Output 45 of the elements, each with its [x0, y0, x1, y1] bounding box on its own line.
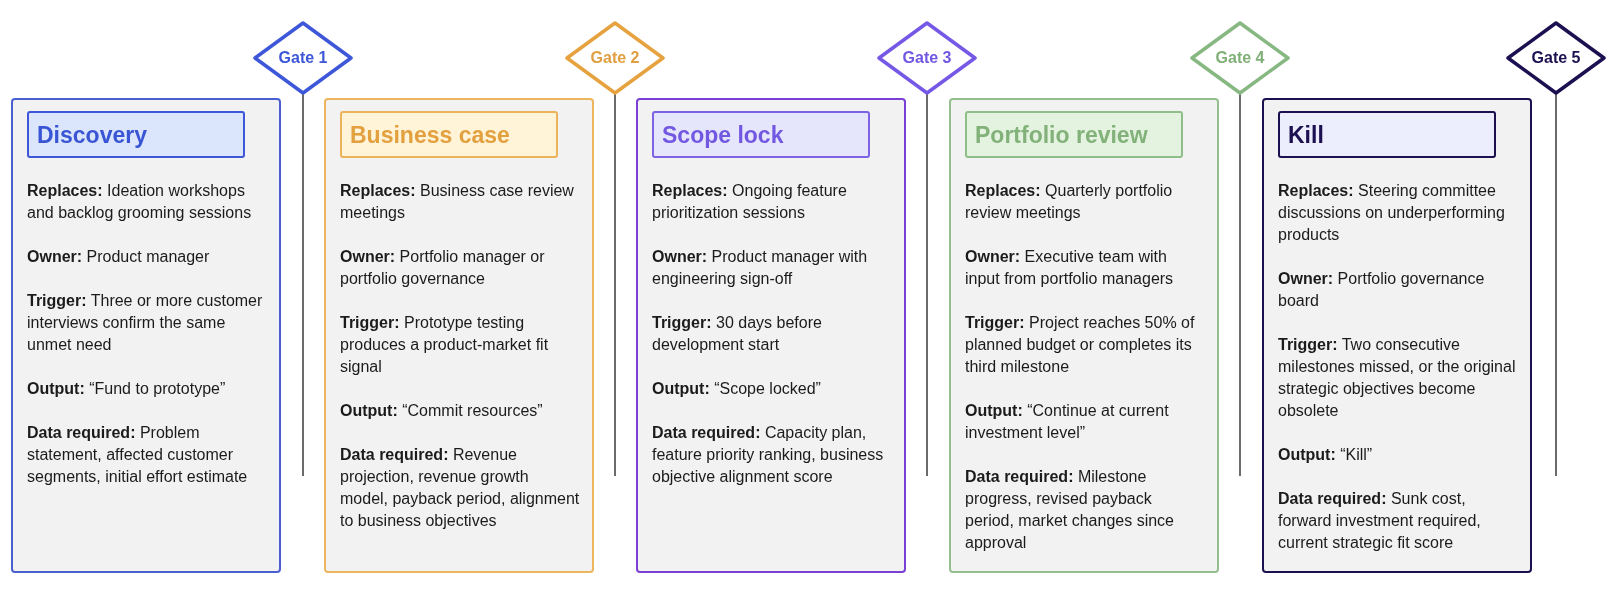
stage-card: [11, 98, 281, 573]
stage-detail-text: Owner: Portfolio manager or portfolio governance: [340, 247, 546, 289]
stage-detail-text: Trigger: Two consecutive milestones missed, or the original strategic objectives become obsolete: [1278, 335, 1517, 421]
gate-diamond: Gate 2: [565, 21, 665, 95]
stage-detail-text: Owner: Product manager: [27, 247, 211, 267]
gate-diamond: Gate 3: [877, 21, 977, 95]
gate-pole-line: [302, 92, 304, 477]
stage-detail-text: Owner: Portfolio governance board: [1278, 269, 1486, 311]
gate-diamond: Gate 4: [1190, 21, 1290, 95]
gate-diamond: Gate 1: [253, 21, 353, 95]
stage-detail-text: Trigger: 30 days before development start: [652, 313, 823, 355]
stage-detail-text: Replaces: Ideation workshops and backlog grooming sessions: [27, 181, 253, 223]
stage-heading: Discovery: [27, 111, 245, 158]
stage-detail-text: Data required: Sunk cost, forward investment required, current strategic fit score: [1278, 489, 1482, 553]
stage-heading: Portfolio review: [965, 111, 1183, 158]
stage-heading: Business case: [340, 111, 558, 158]
stage-detail-text: Replaces: Ongoing feature prioritization sessions: [652, 181, 848, 223]
stage-detail-text: Output: “Fund to prototype”: [27, 379, 227, 399]
stage-detail-text: Trigger: Three or more customer interviews confirm the same unmet need: [27, 291, 264, 355]
stage-card: [949, 98, 1219, 573]
stage-detail-text: Data required: Problem statement, affected customer segments, initial effort estimate: [27, 423, 249, 487]
stage-detail-text: Replaces: Business case review meetings: [340, 181, 575, 223]
stage-detail-text: Trigger: Prototype testing produces a product-market fit signal: [340, 313, 550, 377]
stage-card: [636, 98, 906, 573]
gate-pole-line: [1239, 92, 1241, 477]
stage-card: [324, 98, 594, 573]
stage-detail-text: Trigger: Project reaches 50% of planned budget or completes its third milestone: [965, 313, 1196, 377]
gate-pole-line: [926, 92, 928, 477]
stage-detail-text: Output: “Kill”: [1278, 445, 1374, 465]
stage-heading: Scope lock: [652, 111, 870, 158]
stage-detail-text: Data required: Revenue projection, revenue growth model, payback period, alignment to business objectives: [340, 445, 580, 531]
stage-card: [1262, 98, 1532, 573]
gate-diamond: Gate 5: [1506, 21, 1606, 95]
stage-detail-text: Output: “Continue at current investment level”: [965, 401, 1170, 443]
gate-pole-line: [1555, 92, 1557, 477]
stage-detail-text: Replaces: Quarterly portfolio review meetings: [965, 181, 1174, 223]
stage-heading: Kill: [1278, 111, 1496, 158]
stage-detail-text: Data required: Capacity plan, feature priority ranking, business objective alignment score: [652, 423, 885, 487]
stage-detail-text: Owner: Product manager with engineering sign-off: [652, 247, 869, 289]
stage-detail-text: Owner: Executive team with input from portfolio managers: [965, 247, 1175, 289]
stage-detail-text: Output: “Scope locked”: [652, 379, 822, 399]
stage-detail-text: Data required: Milestone progress, revised payback period, market changes since approval: [965, 467, 1175, 553]
stage-detail-text: Output: “Commit resources”: [340, 401, 544, 421]
gate-pole-line: [614, 92, 616, 477]
stage-detail-text: Replaces: Steering committee discussions on underperforming products: [1278, 181, 1506, 245]
